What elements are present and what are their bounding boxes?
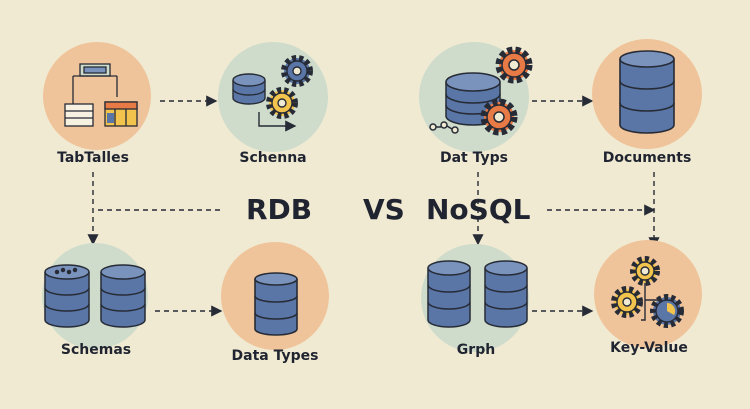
circle-keyvalue bbox=[594, 240, 702, 348]
label-graph: Grph bbox=[456, 342, 496, 358]
label-datatypes-nosql: Dat Typs bbox=[439, 150, 509, 166]
connectors bbox=[87, 95, 660, 317]
label-schemas: Schemas bbox=[60, 342, 132, 358]
label-tables: TabTalles bbox=[57, 150, 129, 166]
label-documents: Documents bbox=[602, 150, 692, 166]
documents-database-icon bbox=[619, 50, 675, 134]
title-rdb: RDB bbox=[246, 193, 313, 226]
label-keyvalue: Key-Value bbox=[610, 340, 688, 356]
database-gears-nosql-icon bbox=[429, 46, 533, 136]
label-schema: Schenna bbox=[239, 150, 307, 166]
table-schema-icon bbox=[64, 63, 138, 127]
circle-tables bbox=[43, 42, 151, 150]
two-databases-schemas-icon bbox=[44, 264, 146, 328]
title-nosql: NoSQL bbox=[426, 193, 531, 226]
gears-chart-icon bbox=[611, 256, 684, 328]
data-types-database-icon bbox=[254, 272, 298, 336]
database-gears-schema-icon bbox=[232, 55, 313, 132]
title-vs: VS bbox=[363, 193, 405, 226]
label-datatypes: Data Types bbox=[231, 348, 319, 364]
two-databases-graph-icon bbox=[427, 260, 528, 328]
